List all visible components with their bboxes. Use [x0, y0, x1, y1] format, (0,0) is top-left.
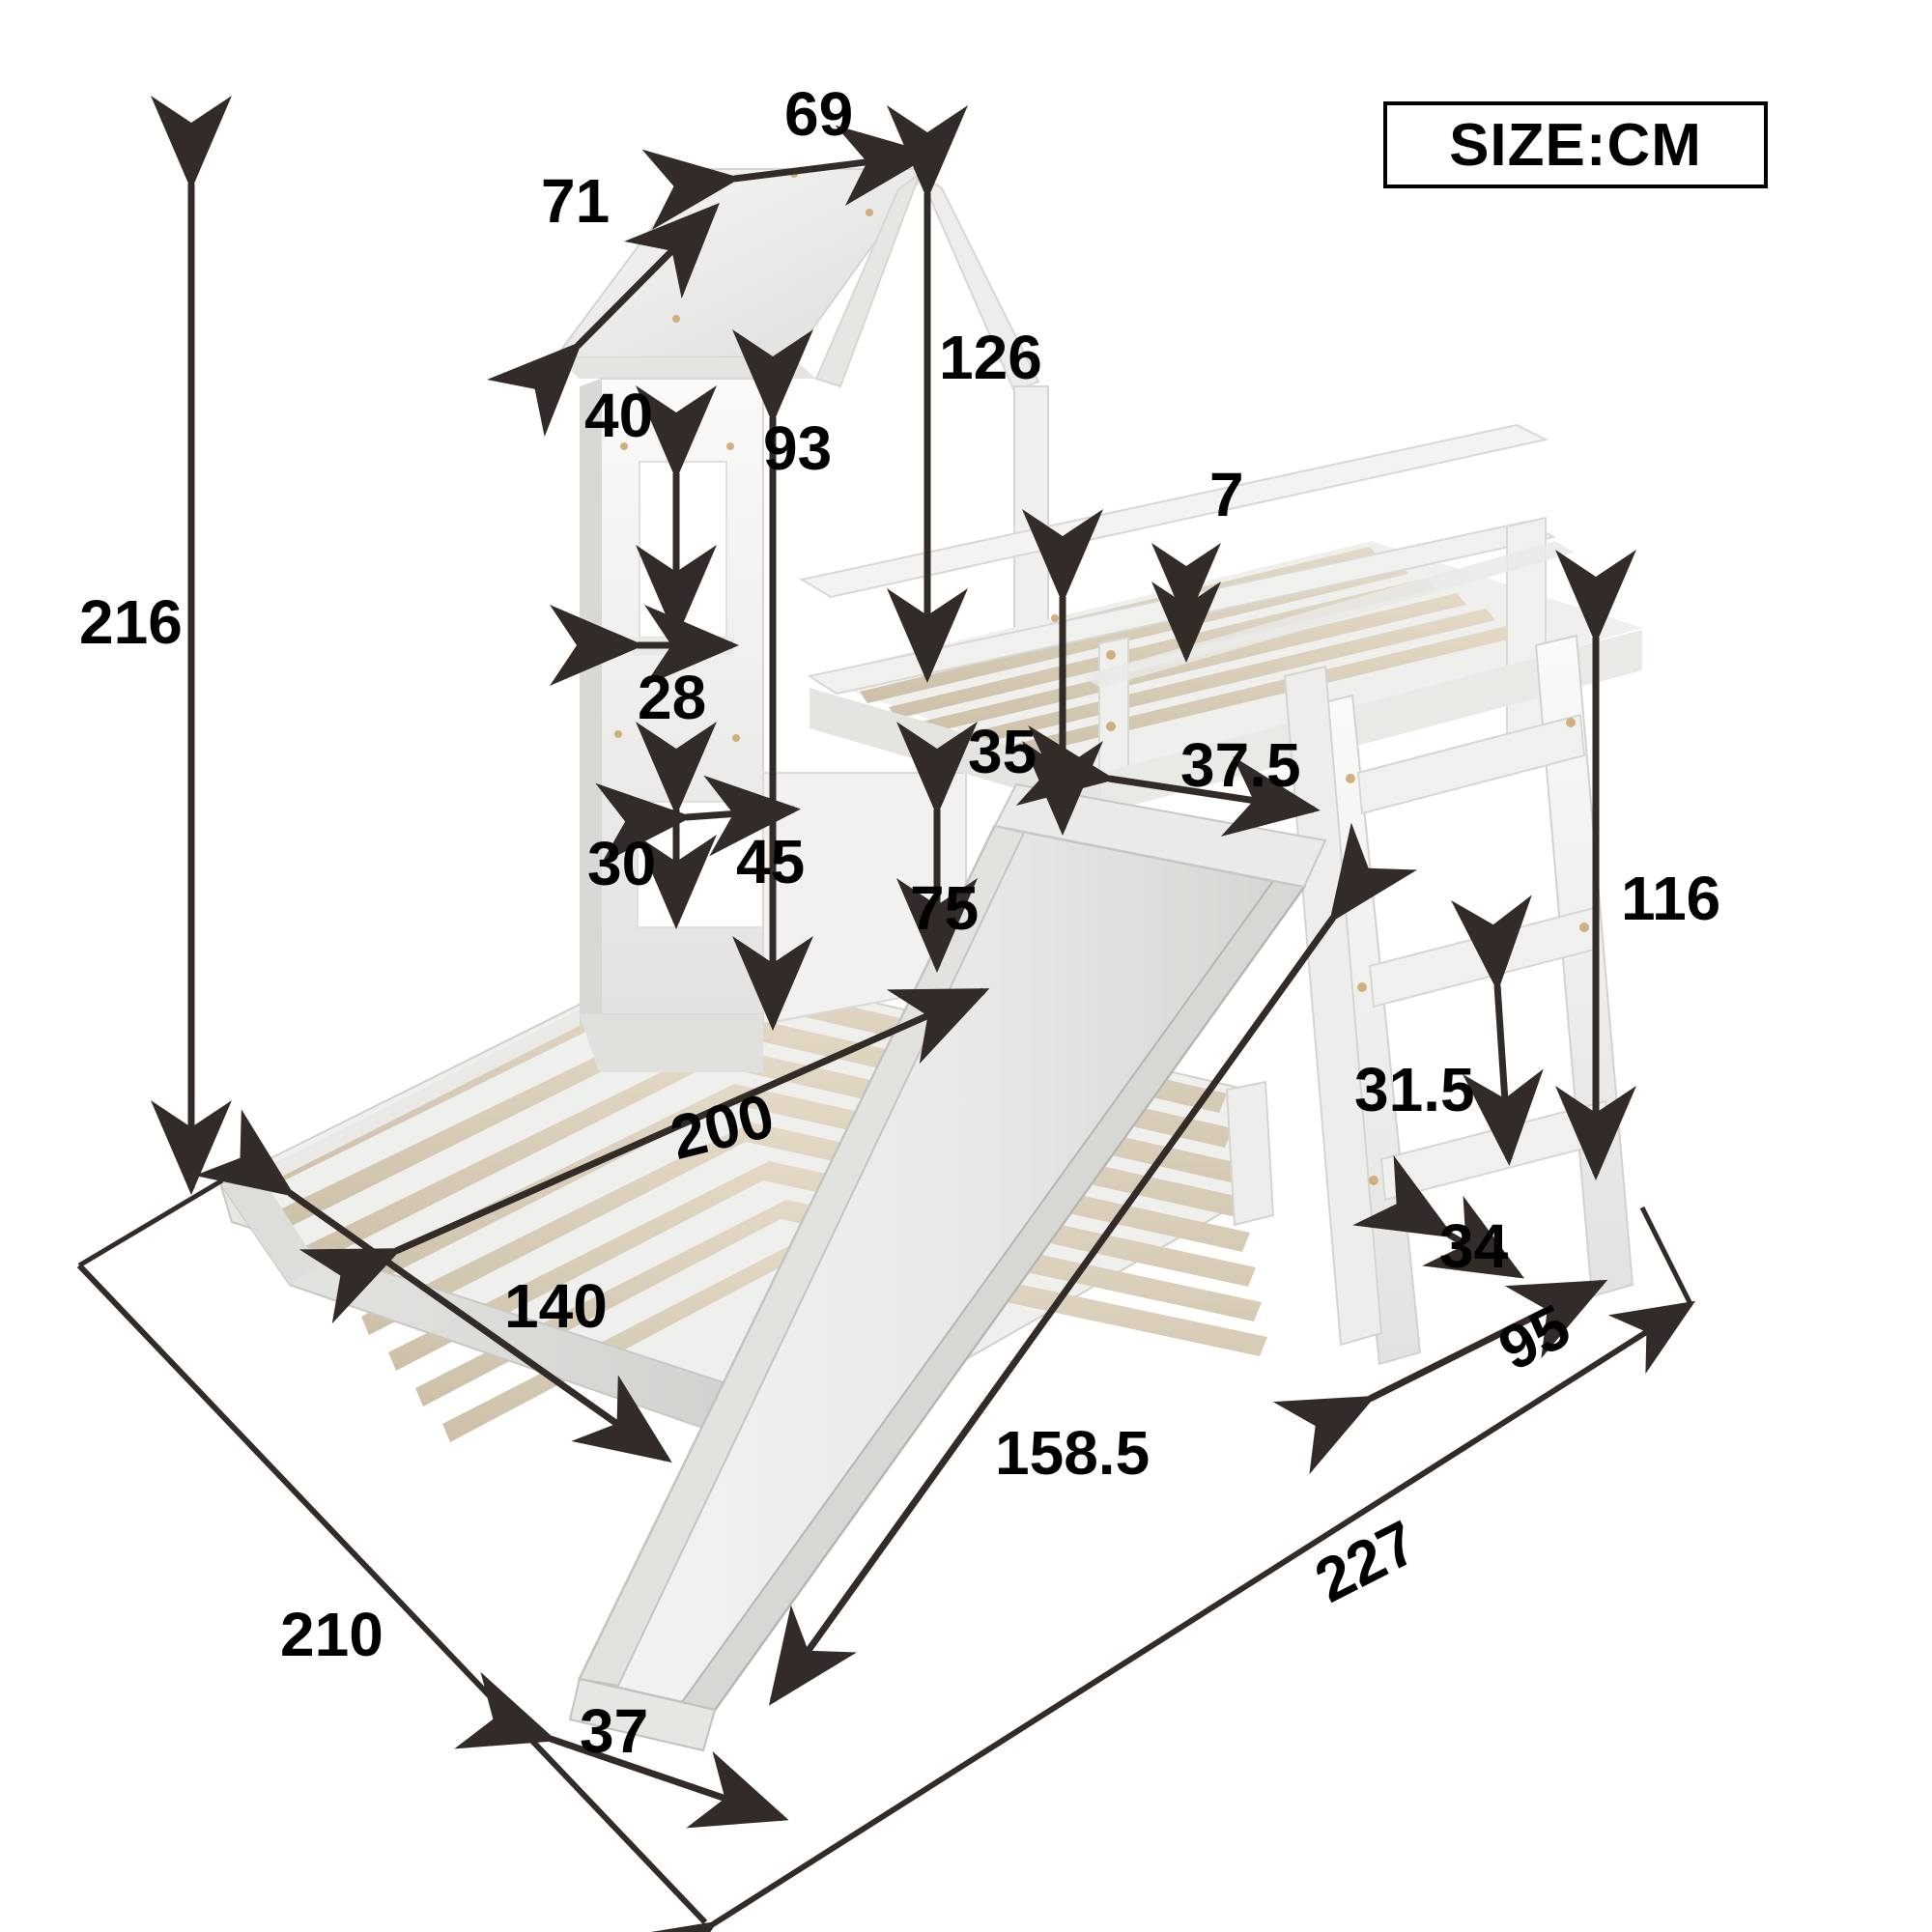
- dim-label-roof-slope: 71: [541, 166, 611, 236]
- arrow-roof-slope: [487, 203, 720, 438]
- dim-label-ladder-step-gap: 31.5: [1354, 1055, 1475, 1124]
- arrow-shelf-width: [595, 775, 801, 865]
- dim-label-tower-height: 126: [939, 323, 1042, 392]
- arrow-bunk-clear-width: [1015, 724, 1321, 837]
- arrow-roof-width: [641, 125, 934, 230]
- dim-label-slide-length: 158.5: [995, 1418, 1151, 1488]
- size-unit-label: SIZE:CM: [1449, 111, 1702, 179]
- ext-line-right: [1639, 1206, 1693, 1306]
- arrow-mattress-width: [194, 1109, 672, 1463]
- dimension-arrows: [194, 125, 1608, 1829]
- dim-label-window-height: 40: [584, 381, 654, 450]
- dim-label-bed-depth: 210: [280, 1600, 384, 1669]
- dim-label-shelf-height: 30: [587, 829, 657, 898]
- dim-label-under-clearance: 75: [910, 873, 980, 943]
- dim-label-bunk-clear-width: 37.5: [1180, 730, 1301, 800]
- line-bed-depth: [76, 1263, 708, 1925]
- dim-label-shelf-width: 45: [736, 827, 806, 896]
- arrow-total-length: [630, 1300, 1696, 1932]
- dim-label-slide-width: 37: [580, 1696, 649, 1766]
- size-unit-badge: SIZE:CM: [1383, 101, 1768, 188]
- dim-label-total-height: 216: [79, 587, 183, 657]
- dim-label-roof-width: 69: [784, 79, 854, 149]
- ext-line-left: [77, 1178, 224, 1268]
- dim-label-ladder-side-height: 116: [1621, 864, 1721, 933]
- arrow-ladder-step-width: [1352, 1154, 1525, 1279]
- dimension-leaders: [76, 96, 1696, 1932]
- dim-label-window-width: 28: [638, 663, 707, 732]
- dim-label-house-post-height: 93: [763, 413, 833, 483]
- dim-label-ladder-step-width: 34: [1439, 1211, 1509, 1281]
- dim-label-rail-thickness: 7: [1209, 460, 1244, 529]
- dim-label-guardrail-height: 35: [968, 717, 1037, 786]
- arrow-ladder-step-gap: [1451, 895, 1544, 1166]
- dim-label-mattress-width: 140: [504, 1271, 608, 1341]
